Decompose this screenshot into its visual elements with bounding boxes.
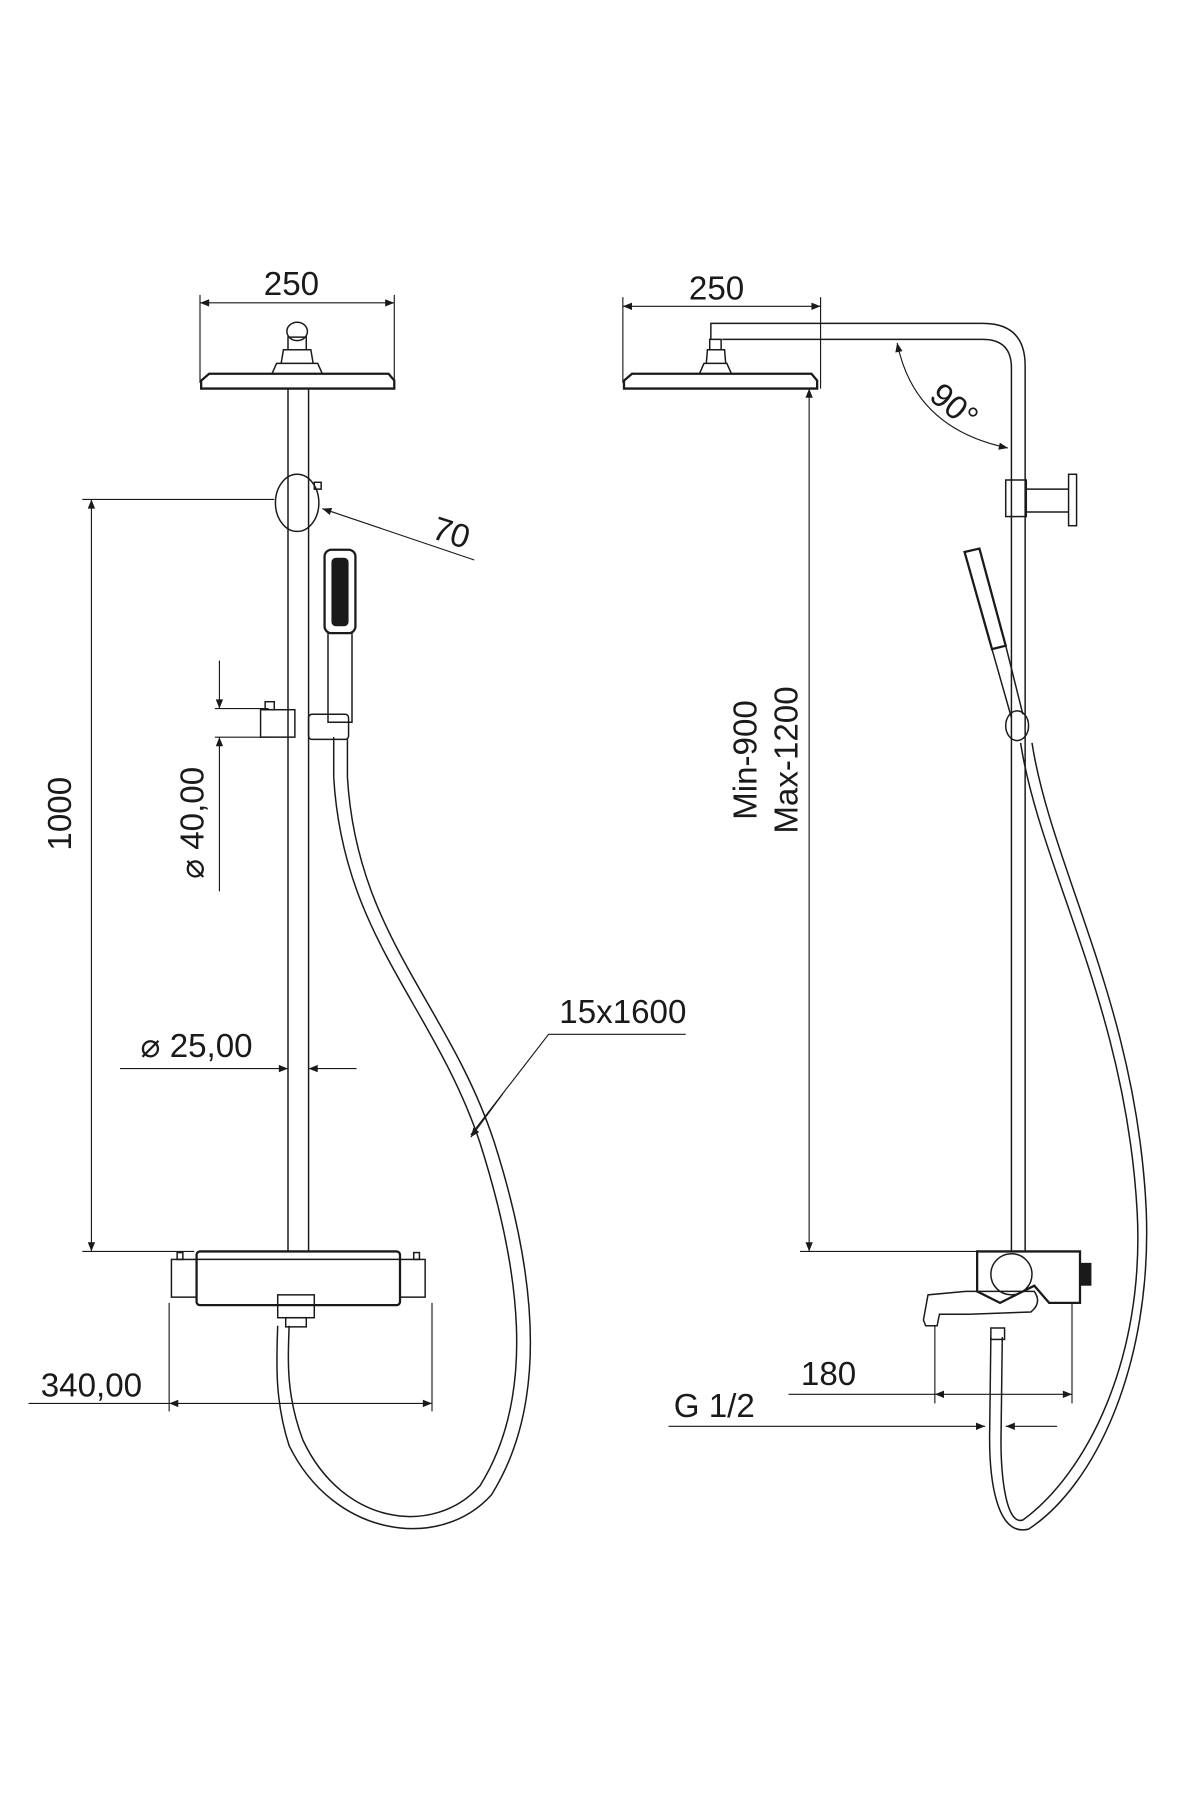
dim-head-width-front: 250 — [199, 266, 395, 383]
shower-rail-front — [287, 388, 310, 1252]
wall-bracket-side — [1004, 473, 1078, 527]
thermostatic-mixer-front — [170, 1250, 426, 1328]
dim-rail-height: 1000 — [42, 498, 275, 1252]
dim-head-width-side: 250 — [622, 270, 822, 389]
dim-label: Min-900 — [728, 700, 765, 820]
hose-side — [988, 742, 1148, 1531]
side-view: 250 90° Min-900 Max-1200 — [622, 270, 1148, 1531]
dim-slider-diameter: ⌀ 40,00 — [174, 660, 269, 892]
hand-shower-side — [963, 547, 1030, 742]
dim-label: ⌀ 40,00 — [174, 767, 211, 879]
dim-spout-length: 180 — [788, 1302, 1073, 1404]
slider-front — [259, 700, 350, 778]
dim-label: 90° — [923, 376, 985, 437]
dim-label: ⌀ 25,00 — [141, 1028, 253, 1065]
wall-bracket-front — [274, 473, 322, 533]
dim-label: G 1/2 — [674, 1388, 755, 1425]
dim-connection: G 1/2 — [668, 1388, 1058, 1430]
dim-bracket: 70 — [322, 508, 475, 561]
dim-label: 1000 — [42, 777, 79, 851]
dim-label: 340,00 — [41, 1368, 142, 1405]
dim-height-range: Min-900 Max-1200 — [728, 388, 1006, 1252]
dim-label: Max-1200 — [769, 686, 806, 833]
shower-head-side — [622, 338, 819, 390]
hand-shower-front — [323, 548, 357, 724]
shower-head-front — [200, 321, 396, 390]
dim-label: 70 — [428, 510, 474, 557]
dim-rail-diameter: ⌀ 25,00 — [120, 1028, 357, 1073]
dim-label: 15x1600 — [559, 994, 686, 1031]
hose-front — [276, 777, 532, 1530]
dim-label: 180 — [801, 1356, 856, 1393]
dim-hose: 15x1600 — [470, 994, 686, 1138]
dim-mixer-width: 340,00 — [28, 1302, 433, 1412]
front-view: 250 70 1000 — [28, 266, 686, 1530]
dim-label: 250 — [689, 270, 744, 307]
mixer-side — [922, 1250, 1092, 1341]
dim-arm-angle: 90° — [895, 342, 1009, 450]
dim-label: 250 — [264, 266, 319, 303]
